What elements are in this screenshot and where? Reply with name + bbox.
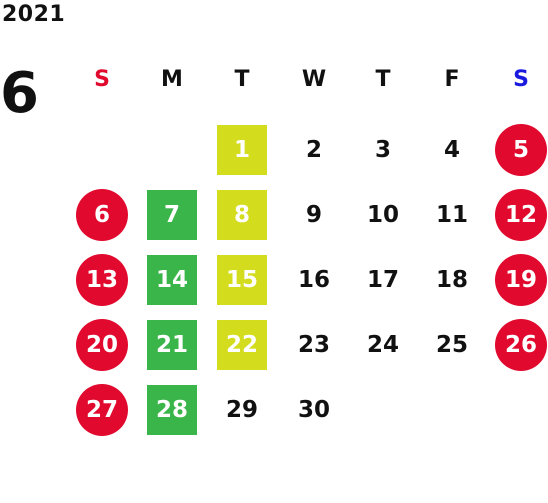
day-cell-28[interactable]: 28 <box>147 385 197 435</box>
day-cell-5[interactable]: 5 <box>495 124 547 176</box>
year-label: 2021 <box>2 2 66 27</box>
day-cell-4[interactable]: 4 <box>443 137 460 163</box>
weekday-header-2: T <box>234 67 250 92</box>
day-cell-7[interactable]: 7 <box>147 190 197 240</box>
day-cell-14[interactable]: 14 <box>147 255 197 305</box>
weekday-header-3: W <box>301 67 327 92</box>
day-cell-8[interactable]: 8 <box>217 190 267 240</box>
day-cell-23[interactable]: 23 <box>297 332 330 358</box>
weekday-header-6: S <box>513 67 529 92</box>
day-cell-1[interactable]: 1 <box>217 125 267 175</box>
day-cell-15[interactable]: 15 <box>217 255 267 305</box>
day-cell-20[interactable]: 20 <box>76 319 128 371</box>
weekday-header-4: T <box>375 67 391 92</box>
day-cell-18[interactable]: 18 <box>435 267 468 293</box>
day-cell-27[interactable]: 27 <box>76 384 128 436</box>
day-cell-9[interactable]: 9 <box>305 202 322 228</box>
day-cell-11[interactable]: 11 <box>435 202 468 228</box>
day-cell-24[interactable]: 24 <box>366 332 399 358</box>
day-cell-26[interactable]: 26 <box>495 319 547 371</box>
weekday-header-0: S <box>94 67 110 92</box>
day-cell-6[interactable]: 6 <box>76 189 128 241</box>
weekday-header-5: F <box>444 67 460 92</box>
day-cell-19[interactable]: 19 <box>495 254 547 306</box>
day-cell-17[interactable]: 17 <box>366 267 399 293</box>
month-number: 6 <box>0 61 39 126</box>
day-cell-30[interactable]: 30 <box>297 397 330 423</box>
day-cell-2[interactable]: 2 <box>305 137 322 163</box>
day-cell-13[interactable]: 13 <box>76 254 128 306</box>
day-cell-29[interactable]: 29 <box>225 397 258 423</box>
day-cell-12[interactable]: 12 <box>495 189 547 241</box>
day-cell-10[interactable]: 10 <box>366 202 399 228</box>
weekday-header-1: M <box>161 67 183 92</box>
day-cell-25[interactable]: 25 <box>435 332 468 358</box>
day-cell-22[interactable]: 22 <box>217 320 267 370</box>
day-cell-3[interactable]: 3 <box>374 137 391 163</box>
day-cell-21[interactable]: 21 <box>147 320 197 370</box>
day-cell-16[interactable]: 16 <box>297 267 330 293</box>
